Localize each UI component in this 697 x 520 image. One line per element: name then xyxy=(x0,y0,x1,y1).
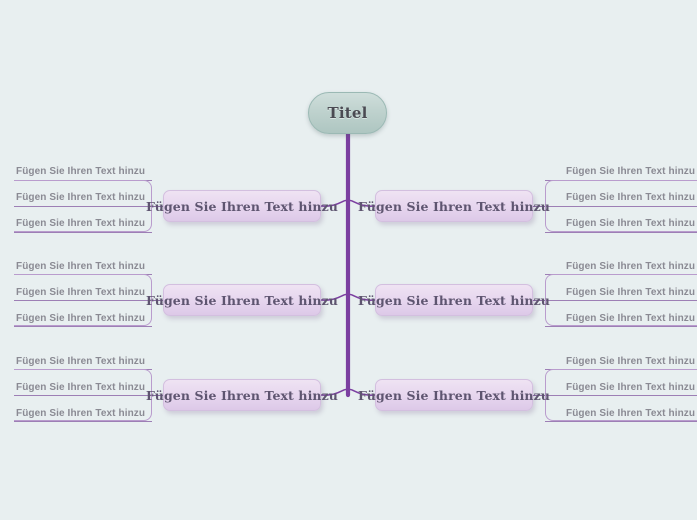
stem-left-2 xyxy=(152,300,163,301)
branch-node-label: Fügen Sie Ihren Text hinzu xyxy=(146,387,338,403)
leaf-label[interactable]: Fügen Sie Ihren Text hinzu xyxy=(566,382,696,393)
stem-right-3 xyxy=(533,395,545,396)
branch-node-label: Fügen Sie Ihren Text hinzu xyxy=(358,387,550,403)
branch-node-label: Fügen Sie Ihren Text hinzu xyxy=(146,198,338,214)
leaf-label[interactable]: Fügen Sie Ihren Text hinzu xyxy=(566,218,696,229)
leaf-rule xyxy=(545,395,697,396)
leaf-label[interactable]: Fügen Sie Ihren Text hinzu xyxy=(16,287,146,298)
trunk-branch-left-3 xyxy=(320,388,349,396)
trunk-branch-left-2 xyxy=(320,293,349,301)
center-node[interactable]: Titel xyxy=(308,92,387,134)
trunk-branch-left-1 xyxy=(320,199,349,207)
bracket-right-1 xyxy=(545,180,697,232)
leaf-label[interactable]: Fügen Sie Ihren Text hinzu xyxy=(16,261,146,272)
leaf-rule xyxy=(545,421,697,422)
leaf-label[interactable]: Fügen Sie Ihren Text hinzu xyxy=(16,192,146,203)
stem-right-1 xyxy=(533,206,545,207)
leaf-label[interactable]: Fügen Sie Ihren Text hinzu xyxy=(16,408,146,419)
bracket-left-3 xyxy=(14,369,152,421)
leaf-label[interactable]: Fügen Sie Ihren Text hinzu xyxy=(566,313,696,324)
branch-node-left-3[interactable]: Fügen Sie Ihren Text hinzu xyxy=(146,379,338,411)
stem-left-3 xyxy=(152,395,163,396)
leaf-label[interactable]: Fügen Sie Ihren Text hinzu xyxy=(16,166,146,177)
leaf-rule xyxy=(14,206,152,207)
leaf-label[interactable]: Fügen Sie Ihren Text hinzu xyxy=(16,218,146,229)
leaf-label[interactable]: Fügen Sie Ihren Text hinzu xyxy=(566,261,696,272)
trunk-branch-right-1 xyxy=(347,199,376,207)
stem-right-2 xyxy=(533,300,545,301)
leaf-rule xyxy=(14,326,152,327)
center-node-label: Titel xyxy=(327,104,368,122)
bracket-left-1 xyxy=(14,180,152,232)
leaf-rule xyxy=(545,326,697,327)
bracket-right-2 xyxy=(545,274,697,326)
leaf-rule xyxy=(545,232,697,233)
leaf-label[interactable]: Fügen Sie Ihren Text hinzu xyxy=(16,382,146,393)
leaf-label[interactable]: Fügen Sie Ihren Text hinzu xyxy=(16,356,146,367)
branch-node-right-2[interactable]: Fügen Sie Ihren Text hinzu xyxy=(358,284,550,316)
leaf-rule xyxy=(545,206,697,207)
branch-node-label: Fügen Sie Ihren Text hinzu xyxy=(146,292,338,308)
leaf-label[interactable]: Fügen Sie Ihren Text hinzu xyxy=(16,313,146,324)
branch-node-left-2[interactable]: Fügen Sie Ihren Text hinzu xyxy=(146,284,338,316)
leaf-label[interactable]: Fügen Sie Ihren Text hinzu xyxy=(566,166,696,177)
trunk-branch-right-2 xyxy=(347,293,376,301)
leaf-label[interactable]: Fügen Sie Ihren Text hinzu xyxy=(566,356,696,367)
branch-node-label: Fügen Sie Ihren Text hinzu xyxy=(358,198,550,214)
leaf-label[interactable]: Fügen Sie Ihren Text hinzu xyxy=(566,408,696,419)
branch-node-right-1[interactable]: Fügen Sie Ihren Text hinzu xyxy=(358,190,550,222)
leaf-rule xyxy=(14,300,152,301)
branch-node-label: Fügen Sie Ihren Text hinzu xyxy=(358,292,550,308)
branch-node-left-1[interactable]: Fügen Sie Ihren Text hinzu xyxy=(146,190,338,222)
leaf-rule xyxy=(14,395,152,396)
stem-left-1 xyxy=(152,206,163,207)
leaf-rule xyxy=(545,300,697,301)
bracket-right-3 xyxy=(545,369,697,421)
leaf-label[interactable]: Fügen Sie Ihren Text hinzu xyxy=(566,287,696,298)
leaf-label[interactable]: Fügen Sie Ihren Text hinzu xyxy=(566,192,696,203)
trunk-branch-right-3 xyxy=(347,388,376,396)
bracket-left-2 xyxy=(14,274,152,326)
branch-node-right-3[interactable]: Fügen Sie Ihren Text hinzu xyxy=(358,379,550,411)
leaf-rule xyxy=(14,232,152,233)
leaf-rule xyxy=(14,421,152,422)
